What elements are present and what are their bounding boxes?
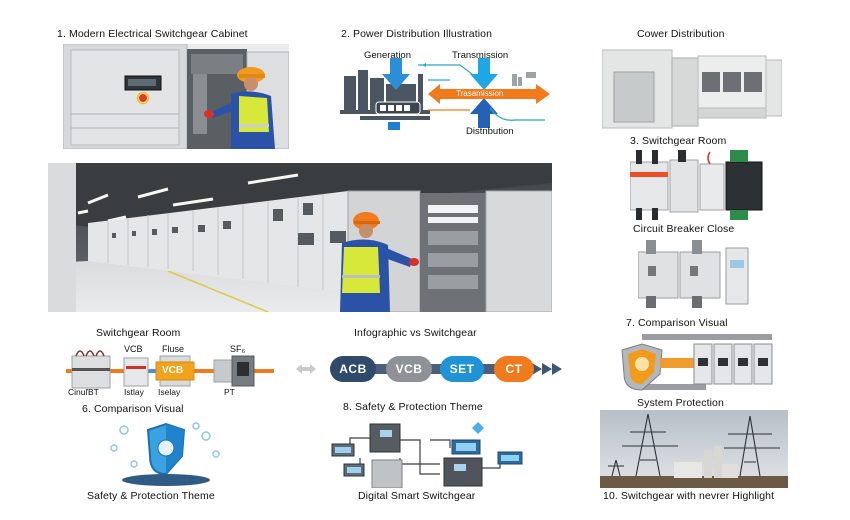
image-shield-breakers bbox=[612, 334, 784, 398]
caption-cower-distribution: Cower Distribution bbox=[637, 28, 725, 40]
diagram-digital-smart-switchgear bbox=[330, 418, 530, 488]
diagram-power-distribution: Generation Transmission Trasamission Dis… bbox=[340, 44, 560, 140]
label-sf6: SF₆ bbox=[230, 344, 246, 354]
caption-safety-protection-theme-8: 8. Safety & Protection Theme bbox=[343, 401, 483, 413]
pill-ct: CT bbox=[494, 356, 534, 382]
caption-system-protection: System Protection bbox=[637, 397, 724, 409]
label-fluse: Fluse bbox=[162, 344, 185, 354]
image-safety-shield bbox=[96, 418, 236, 488]
image-switchgear-cabinet-technician bbox=[63, 44, 289, 149]
caption-modern-switchgear-cabinet: 1. Modern Electrical Switchgear Cabinet bbox=[57, 28, 248, 40]
generation-arrow bbox=[382, 58, 410, 90]
caption-power-distribution-illustration: 2. Power Distribution Illustration bbox=[341, 28, 493, 40]
image-circuit-breaker-modules bbox=[638, 240, 754, 308]
caption-comparison-visual-7: 7. Comparison Visual bbox=[626, 317, 728, 329]
image-switchgear-room-technician bbox=[48, 163, 552, 312]
pill-set: SET bbox=[440, 356, 484, 382]
transmission-arrow bbox=[470, 58, 498, 90]
image-circuit-breakers bbox=[630, 150, 764, 220]
double-arrow-icon bbox=[296, 364, 316, 374]
diagram-switchgear-components: VCB Fluse SF₆ VCB CinuľBT Istlay Iselay … bbox=[66, 342, 276, 398]
image-transmission-towers bbox=[600, 410, 788, 488]
caption-digital-smart-switchgear: Digital Smart Switchgear bbox=[358, 490, 476, 502]
image-power-distribution-cabinets bbox=[602, 44, 782, 130]
label-istlay: Istlay bbox=[124, 387, 144, 397]
label-transmission-arrow: Trasamission bbox=[456, 89, 504, 98]
transmission-double-arrow bbox=[428, 84, 550, 104]
label-circuit-bt: CinuľBT bbox=[68, 387, 99, 397]
caption-circuit-breaker-close: Circuit Breaker Close bbox=[633, 223, 735, 235]
label-transmission: Transmission bbox=[452, 50, 509, 61]
label-distribution: Distnbution bbox=[466, 126, 514, 137]
forward-arrows-icon bbox=[532, 363, 562, 375]
distribution-arrow bbox=[470, 98, 498, 128]
caption-switchgear-highlight: 10. Switchgear with nevrer Highlight bbox=[603, 490, 775, 502]
caption-switchgear-room: Switchgear Room bbox=[96, 327, 181, 339]
label-vcb-badge: VCB bbox=[162, 365, 184, 376]
caption-comparison-visual-6: 6. Comparison Visual bbox=[82, 403, 184, 415]
caption-infographic-vs-switchgear: Infographic vs Switchgear bbox=[354, 327, 477, 339]
pill-acb: ACB bbox=[330, 356, 376, 382]
infographic-switchgear-types: ACB VCB SET CT bbox=[292, 354, 574, 384]
label-iselay: Iselay bbox=[158, 387, 181, 397]
label-pt: PT bbox=[224, 387, 235, 397]
label-vcb: VCB bbox=[124, 344, 143, 354]
pill-vcb: VCB bbox=[386, 356, 432, 382]
label-generation: Generation bbox=[364, 50, 412, 61]
caption-switchgear-room-3: 3. Switchgear Room bbox=[630, 135, 727, 147]
caption-safety-protection-theme: Safety & Protection Theme bbox=[87, 490, 215, 502]
